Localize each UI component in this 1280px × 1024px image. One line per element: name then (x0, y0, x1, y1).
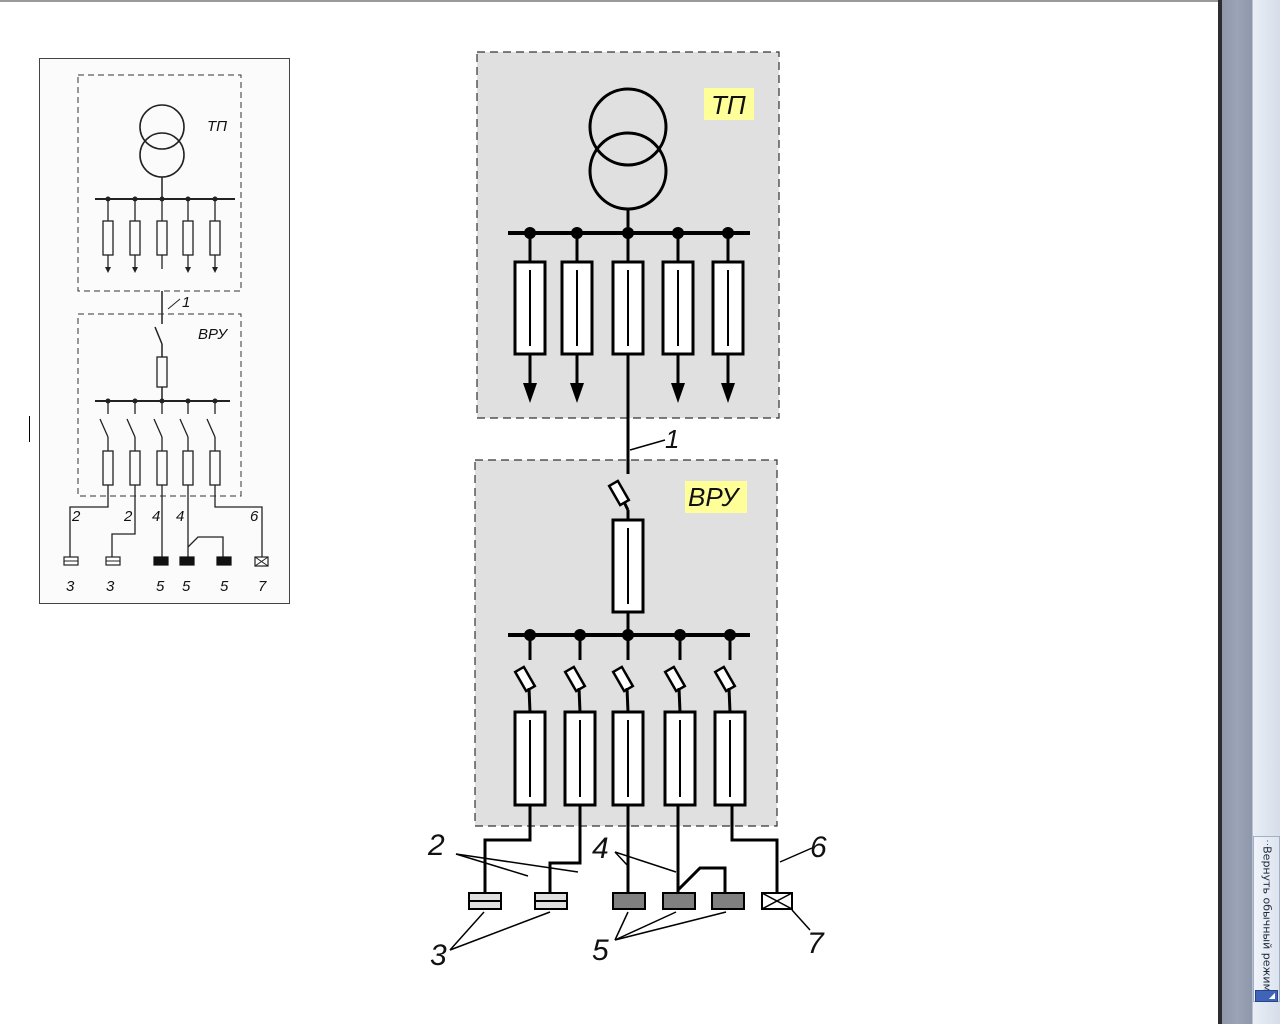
vru-feeder-3 (611, 629, 645, 807)
lighting-consumer-3b (534, 892, 568, 910)
tp-label-bg (704, 88, 754, 120)
thumb-vru-feeder-4 (179, 398, 194, 499)
callout-2: 2 (427, 829, 445, 862)
thumb-cable-number: 4 (176, 508, 184, 525)
thumb-consumer-4 (179, 556, 195, 566)
tp-feeder-1 (513, 227, 547, 403)
callout-4: 4 (592, 832, 609, 865)
thumb-vru-feeders (99, 398, 221, 499)
thumb-tp-feeder-2 (129, 196, 141, 273)
thumb-tp-label: ТП (207, 118, 227, 135)
consumer-wiring (483, 805, 779, 895)
vru-feeder-5 (713, 629, 747, 807)
thumb-vru-feeder-3 (153, 398, 168, 499)
callout-7: 7 (807, 927, 825, 960)
thumb-tp-feeder-4 (182, 196, 194, 273)
tp-label: ТП (711, 90, 746, 120)
text-cursor (29, 416, 30, 442)
thumb-consumer-number: 5 (220, 578, 229, 595)
thumb-cable-number: 2 (123, 508, 133, 525)
thumb-consumer-number: 3 (106, 578, 115, 595)
lighting-consumer-3a (468, 892, 502, 910)
thumb-cable-number: 4 (152, 508, 160, 525)
thumb-callout-1: 1 (182, 294, 190, 311)
callout-6: 6 (810, 831, 827, 864)
grip-dots-icon: ⋮ (1263, 839, 1272, 849)
vru-feeder-4 (663, 629, 697, 807)
thumb-cable-number: 6 (250, 508, 259, 525)
callout-1: 1 (665, 424, 679, 454)
tp-outgoing-arrow-2 (570, 383, 584, 403)
top-border (0, 0, 1218, 2)
vru-main-switch (607, 479, 631, 511)
thumb-consumer-5 (216, 556, 232, 566)
power-consumer-5b (662, 892, 696, 910)
callout-3: 3 (430, 939, 447, 972)
thumb-consumer-1 (63, 556, 79, 566)
thumb-vru-feeder-2 (126, 398, 141, 499)
thumb-cable-number: 2 (71, 508, 81, 525)
tp-feeders (513, 227, 745, 403)
thumb-consumer-number: 5 (182, 578, 191, 595)
vertical-scrollbar[interactable] (1222, 0, 1252, 1024)
thumb-vru-feeder-5 (206, 398, 221, 499)
thumb-vru-feeder-1 (99, 398, 114, 499)
tp-feeder-5 (711, 227, 745, 403)
tp-feeder-3 (611, 227, 645, 356)
normal-mode-label: Вернуть обычный режим (1260, 846, 1273, 992)
transformer-primary-winding (588, 87, 668, 167)
tp-outgoing-arrow-5 (721, 383, 735, 403)
power-consumer-5a (612, 892, 646, 910)
other-consumer-7 (761, 892, 793, 910)
thumb-consumer-3 (153, 556, 169, 566)
thumb-consumer-number: 5 (156, 578, 165, 595)
vru-label: ВРУ (688, 482, 741, 512)
thumb-tp-feeder-3 (156, 196, 168, 269)
thumb-consumer-6 (254, 556, 269, 567)
tp-feeder-4 (661, 227, 695, 403)
resize-corner-icon[interactable]: ◢ (1255, 990, 1278, 1002)
power-consumer-5c (711, 892, 745, 910)
thumb-consumer-2 (105, 556, 121, 566)
tp-outgoing-arrow-1 (523, 383, 537, 403)
main-diagram: ТП 1 ВРУ (420, 40, 840, 980)
thumb-tp-feeder-5 (209, 196, 221, 273)
callout-leaders (449, 847, 813, 951)
thumb-consumer-number: 7 (258, 578, 267, 595)
vru-feeder-2 (563, 629, 597, 807)
tp-outgoing-arrow-4 (671, 383, 685, 403)
callout-5: 5 (592, 934, 609, 967)
tp-feeder-2 (560, 227, 594, 403)
thumb-consumer-number: 3 (66, 578, 75, 595)
thumb-tp-feeder-1 (102, 196, 114, 273)
vru-label-bg (685, 481, 747, 513)
normal-mode-button[interactable]: ⋮ Вернуть обычный режим (1253, 836, 1280, 1002)
thumb-vru-label: ВРУ (198, 326, 228, 343)
